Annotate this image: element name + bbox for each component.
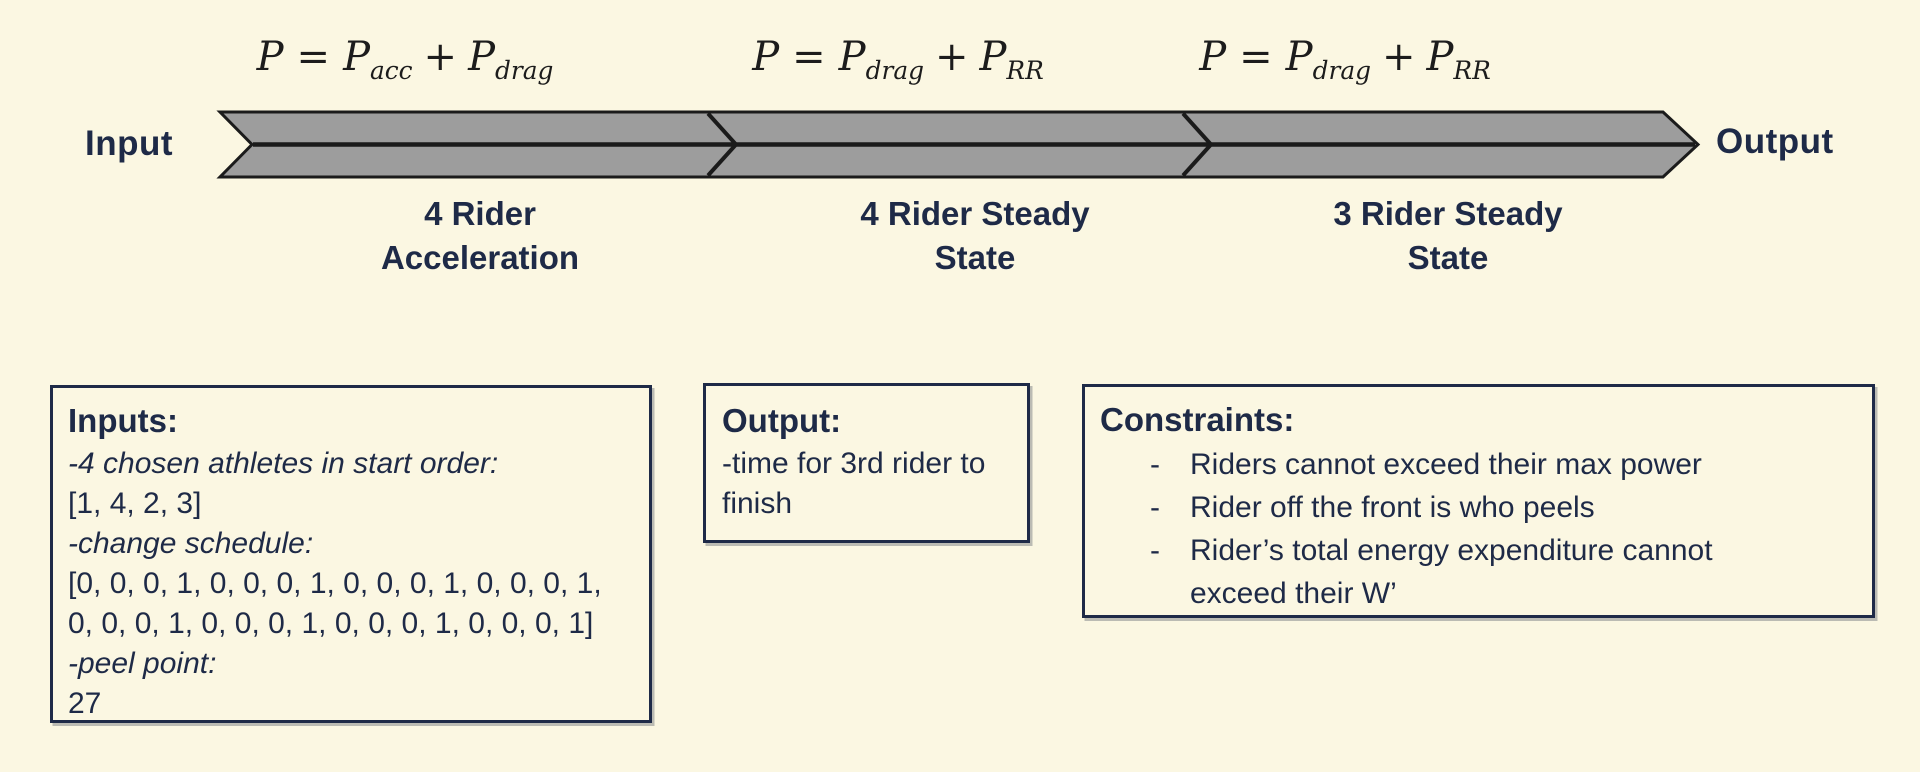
equals-sign: = — [792, 34, 826, 80]
formula-term: P — [343, 34, 370, 80]
constraints-list: - Riders cannot exceed their max power -… — [1100, 443, 1856, 615]
formula-term: P — [1285, 34, 1313, 80]
input-item-change-schedule-label: -change schedule: — [68, 527, 314, 560]
constraint-text: Rider’s total energy expenditure cannot … — [1190, 534, 1713, 610]
output-label: Output — [1716, 122, 1834, 161]
plus-sign: + — [423, 34, 458, 80]
constraint-text: Riders cannot exceed their max power — [1190, 448, 1702, 481]
plus-sign: + — [934, 34, 969, 80]
formula-subscript: RR — [1453, 56, 1491, 85]
formula-subscript: drag — [494, 56, 554, 85]
formula-lhs: P — [1199, 34, 1227, 80]
constraints-box-title: Constraints: — [1100, 401, 1295, 438]
formula-subscript: drag — [865, 56, 924, 85]
input-label: Input — [85, 124, 174, 163]
stage-label-line2: Acceleration — [380, 239, 580, 276]
chevron-separator-1 — [706, 112, 739, 177]
stage-label-line1: 4 Rider — [424, 195, 536, 232]
input-item-peel-point-label: -peel point: — [68, 647, 217, 680]
output-box: Output: -time for 3rd rider to finish — [703, 383, 1030, 543]
constraint-item: - Rider off the front is who peels — [1132, 486, 1856, 529]
stage-label-line2: State — [934, 239, 1016, 276]
formula-term: P — [468, 34, 495, 80]
formula-term: P — [1426, 34, 1454, 80]
plus-sign: + — [1381, 34, 1416, 80]
equals-sign: = — [296, 34, 331, 80]
stage-label-line1: 4 Rider Steady — [860, 195, 1090, 232]
output-box-body: -time for 3rd rider to finish — [722, 447, 986, 520]
bullet-dash: - — [1150, 534, 1160, 567]
formula-subscript: acc — [369, 56, 413, 85]
constraint-text: Rider off the front is who peels — [1190, 491, 1595, 524]
formula-subscript: RR — [1006, 56, 1044, 85]
inputs-box: Inputs: -4 chosen athletes in start orde… — [50, 385, 652, 723]
chevron-separator-2 — [1181, 112, 1214, 177]
output-box-title: Output: — [722, 402, 842, 439]
bullet-dash: - — [1150, 448, 1160, 481]
input-item-change-schedule-value-line1: [0, 0, 0, 1, 0, 0, 0, 1, 0, 0, 0, 1, 0, … — [68, 567, 602, 600]
formula-term: P — [838, 34, 866, 80]
equals-sign: = — [1239, 34, 1273, 80]
formula-lhs: P — [256, 34, 284, 80]
stage-label-acceleration: 4 Rider Acceleration — [250, 192, 710, 280]
input-item-start-order-label: -4 chosen athletes in start order: — [68, 447, 499, 480]
constraint-item: - Rider’s total energy expenditure canno… — [1132, 529, 1856, 615]
input-item-start-order-value: [1, 4, 2, 3] — [68, 487, 202, 520]
formula-lhs: P — [752, 34, 780, 80]
formula-steady-state-4rider: P=Pdrag+PRR — [752, 34, 1044, 83]
input-item-change-schedule-value-line2: 0, 0, 0, 1, 0, 0, 0, 1, 0, 0, 0, 1, 0, 0… — [68, 607, 594, 640]
stage-label-line2: State — [1407, 239, 1489, 276]
bullet-dash: - — [1150, 491, 1160, 524]
stage-label-line1: 3 Rider Steady — [1333, 195, 1563, 232]
inputs-box-title: Inputs: — [68, 402, 178, 439]
stage-label-steady-state-4: 4 Rider Steady State — [745, 192, 1205, 280]
formula-subscript: drag — [1312, 56, 1371, 85]
arrow-band-shape — [216, 110, 1701, 179]
formula-steady-state-3rider: P=Pdrag+PRR — [1199, 34, 1491, 83]
stage-label-steady-state-3: 3 Rider Steady State — [1218, 192, 1678, 280]
constraint-item: - Riders cannot exceed their max power — [1132, 443, 1856, 486]
formula-acceleration-phase: P=Pacc+Pdrag — [256, 34, 554, 83]
constraints-box: Constraints: - Riders cannot exceed thei… — [1082, 384, 1875, 618]
input-item-peel-point-value: 27 — [68, 687, 102, 720]
formula-term: P — [979, 34, 1007, 80]
